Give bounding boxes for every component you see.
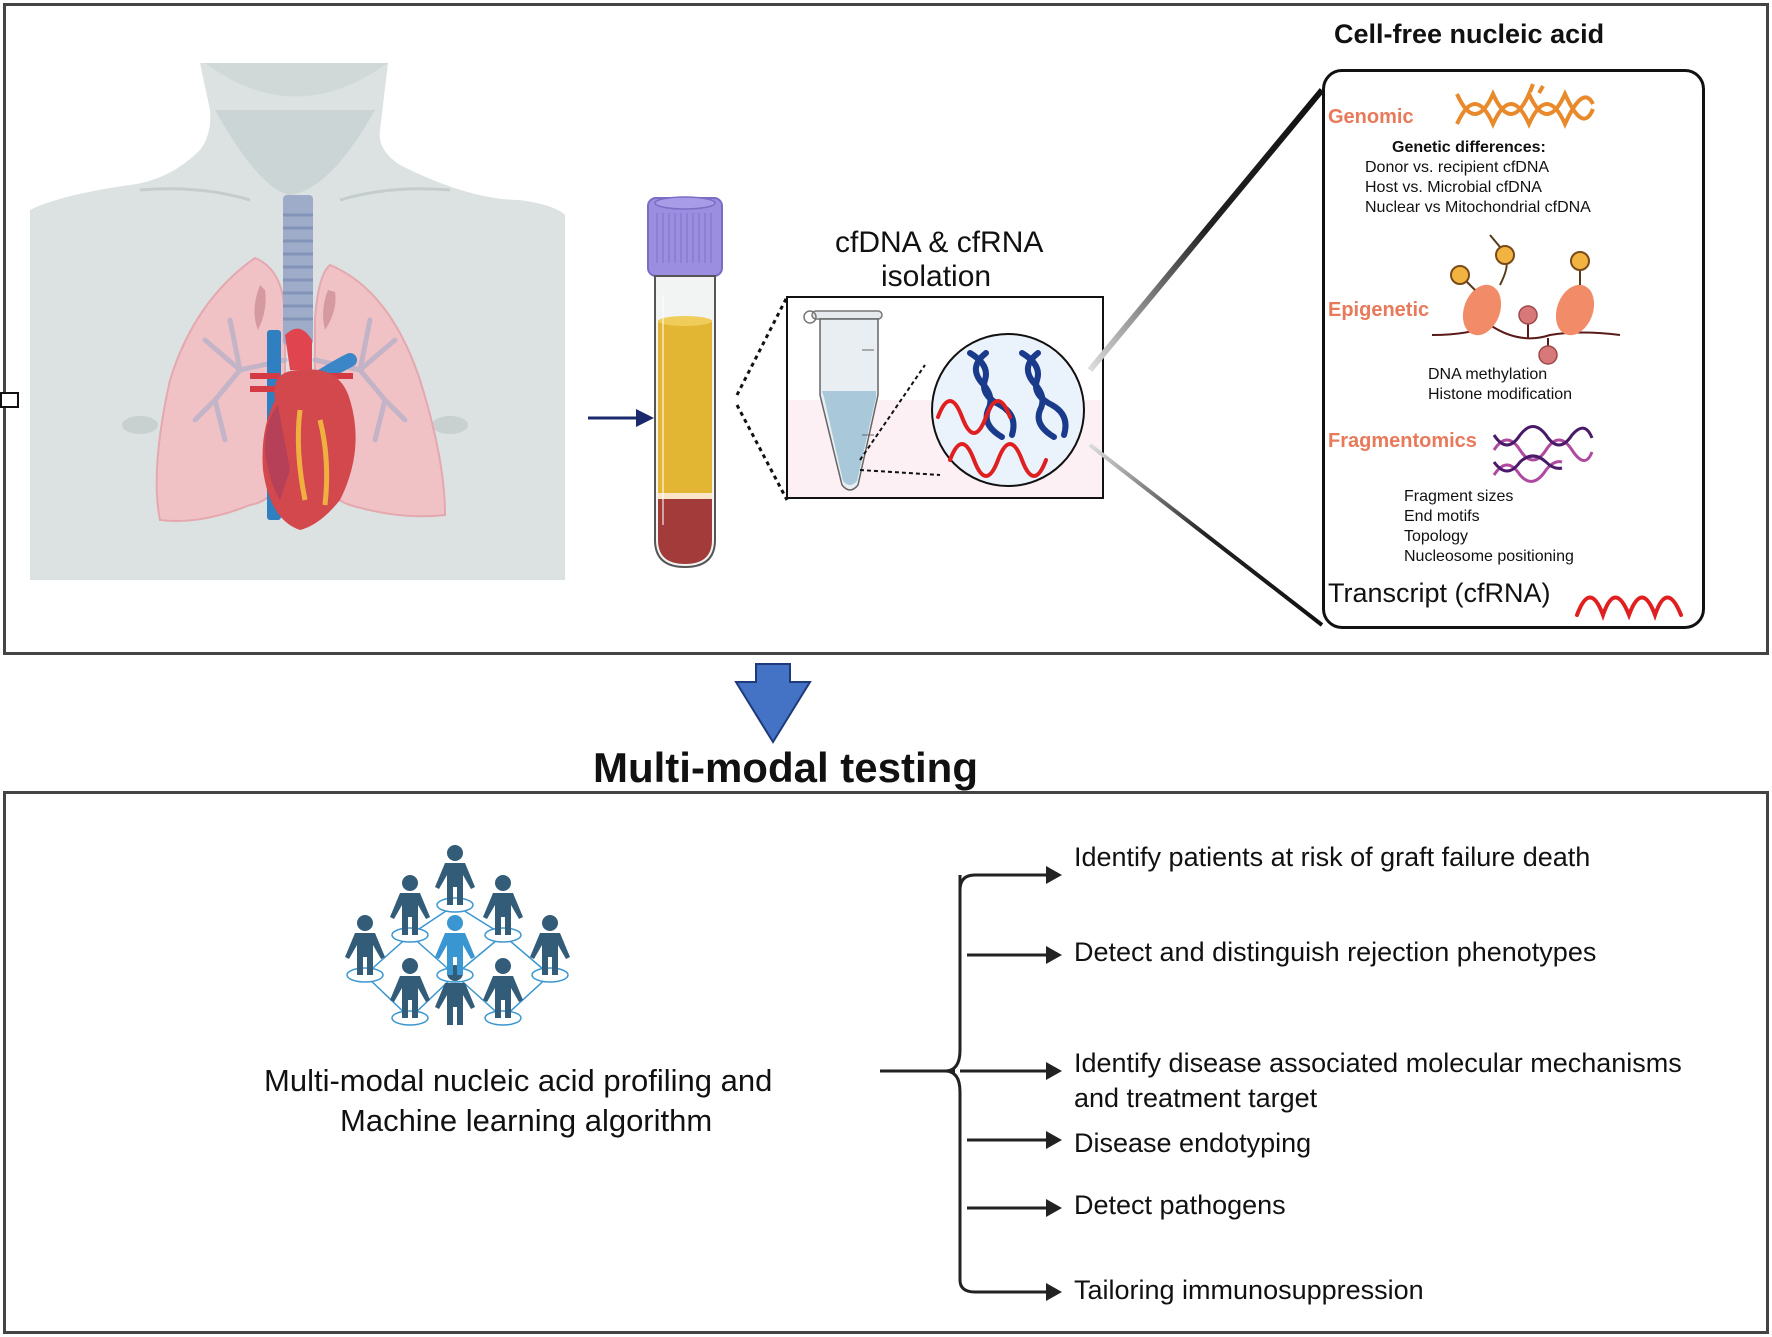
microcentrifuge-tube-icon <box>803 310 1085 491</box>
epigenetic-item: Histone modification <box>1428 386 1573 403</box>
fragmentomics-item: End motifs <box>1404 508 1480 525</box>
transcript-label: Transcript (cfRNA) <box>1328 578 1551 608</box>
rna-wave-icon <box>936 399 1048 478</box>
section-title: Multi-modal testing <box>593 744 978 791</box>
section-label-fragmentomics: Fragmentomics <box>1328 430 1477 452</box>
isolation-label-line1: cfDNA & cfRNA <box>835 226 1044 259</box>
card-title: Cell-free nucleic acid <box>1334 19 1605 49</box>
outcome-item: Identify patients at risk of graft failu… <box>1074 842 1591 872</box>
fragmentomics-item: Topology <box>1404 528 1469 545</box>
genomic-item: Host vs. Microbial cfDNA <box>1365 179 1542 196</box>
profiling-label-line1: Multi-modal nucleic acid profiling and <box>264 1063 773 1098</box>
blood-collection-tube <box>647 196 723 569</box>
outcome-item: and treatment target <box>1074 1083 1318 1113</box>
cell-free-nucleic-acid-card <box>1322 69 1705 629</box>
fragmentomics-item: Fragment sizes <box>1404 488 1514 505</box>
nucleosome-icon <box>1431 234 1621 365</box>
fragmentomics-item: Nucleosome positioning <box>1404 548 1574 565</box>
dna-helix-icon <box>967 350 1069 440</box>
torso-lungs-heart-illustration <box>30 63 565 580</box>
zoom-lines <box>735 296 789 501</box>
section-label-genomic: Genomic <box>1328 106 1414 128</box>
card-connector-lines <box>1087 88 1325 627</box>
outcome-item: Detect and distinguish rejection phenoty… <box>1074 937 1597 967</box>
rna-wave-icon <box>1575 595 1683 621</box>
outcome-item: Detect pathogens <box>1074 1190 1286 1220</box>
genomic-item: Nuclear vs Mitochondrial cfDNA <box>1365 199 1591 216</box>
section-label-epigenetic: Epigenetic <box>1328 299 1430 321</box>
outcome-bracket-arrows <box>880 866 1062 1301</box>
outcome-item: Identify disease associated molecular me… <box>1074 1048 1682 1078</box>
genomic-heading: Genetic differences: <box>1392 139 1546 156</box>
zoom-marker <box>0 392 19 408</box>
dna-helix-orange-icon <box>1455 83 1595 129</box>
epigenetic-item: DNA methylation <box>1428 366 1548 383</box>
profiling-label-line2: Machine learning algorithm <box>340 1103 713 1138</box>
outcome-item: Tailoring immunosuppression <box>1074 1275 1424 1305</box>
isolation-label-line2: isolation <box>881 260 992 293</box>
genomic-item: Donor vs. recipient cfDNA <box>1365 159 1550 176</box>
people-network-icon <box>345 845 570 1026</box>
bottom-panel <box>3 791 1769 1334</box>
arrow-right-icon <box>588 409 654 427</box>
dna-fragments-icon <box>1492 425 1594 483</box>
down-arrow-icon <box>734 663 812 744</box>
outcome-item: Disease endotyping <box>1074 1128 1312 1158</box>
